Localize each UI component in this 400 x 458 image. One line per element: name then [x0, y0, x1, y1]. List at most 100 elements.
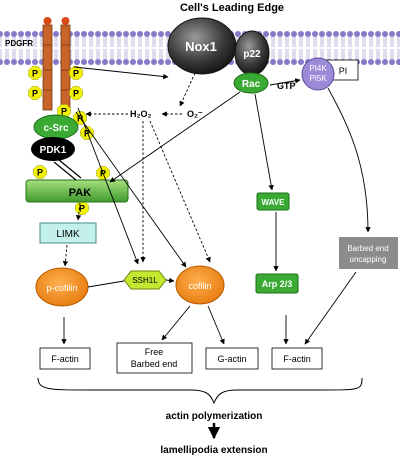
lipid-tail	[96, 49, 100, 59]
lipid-head	[277, 31, 283, 37]
p22-label: p22	[243, 49, 261, 60]
wave-label: WAVE	[262, 198, 286, 207]
ssh1l-label: SSH1L	[132, 276, 158, 285]
lipid-head	[144, 59, 150, 65]
lipid-head	[95, 59, 101, 65]
h2o2-label: H₂O₂	[130, 109, 152, 119]
lipid-head	[375, 59, 381, 65]
lipid-tail	[124, 49, 128, 59]
lipid-tail	[278, 49, 282, 59]
lipid-head	[151, 31, 157, 37]
lipid-head	[165, 31, 171, 37]
lipid-tail	[19, 37, 23, 47]
lipid-tail	[89, 49, 93, 59]
lipid-head	[312, 31, 318, 37]
lipid-head	[130, 31, 136, 37]
f-actin-box-2	[271, 347, 323, 370]
lipid-tail	[19, 49, 23, 59]
solid-arrows	[61, 66, 371, 345]
lipid-head	[88, 31, 94, 37]
lipid-head	[88, 59, 94, 65]
pi4k-pi5k-node	[301, 57, 335, 91]
lipid-tail	[355, 37, 359, 47]
lipid-head	[340, 31, 346, 37]
lipid-tail	[390, 49, 394, 59]
lipid-tail	[285, 37, 289, 47]
lipid-head	[263, 31, 269, 37]
pdk1-pak-link	[53, 159, 82, 181]
lipid-head	[81, 59, 87, 65]
lipid-tail	[306, 37, 310, 47]
lipid-head	[144, 31, 150, 37]
barbed-uncap-line1: Barbed end	[347, 244, 388, 253]
lipid-tail	[145, 49, 149, 59]
lipid-head	[53, 59, 59, 65]
lipid-tail	[131, 49, 135, 59]
pi-label: PI	[339, 66, 348, 76]
lipid-tail	[33, 37, 37, 47]
lipid-tail	[82, 37, 86, 47]
lipid-head	[347, 31, 353, 37]
lipid-head	[361, 59, 367, 65]
lipid-tail	[362, 49, 366, 59]
rac-node	[233, 72, 269, 94]
lipid-tail	[159, 37, 163, 47]
lipid-head	[137, 31, 143, 37]
p-cofilin-label: p-cofilin	[46, 283, 77, 293]
lipid-head	[0, 59, 3, 65]
lipid-tail	[313, 37, 317, 47]
lipid-tail	[292, 49, 296, 59]
lipid-head	[375, 31, 381, 37]
lipid-head	[354, 31, 360, 37]
lipid-tail	[271, 37, 275, 47]
lipid-tail	[54, 49, 58, 59]
barbed-uncapping-box	[339, 237, 398, 269]
f-actin-box-1	[39, 347, 91, 370]
limk-label: LIMK	[56, 229, 80, 240]
phospho-label: P	[73, 69, 79, 79]
lipid-head	[158, 59, 164, 65]
o2-superoxide-label: O₂⁻	[187, 109, 203, 119]
lipid-head	[368, 31, 374, 37]
pi5k-label: PI5K	[309, 74, 327, 83]
lipid-tail	[271, 49, 275, 59]
lipid-tail	[278, 37, 282, 47]
lipid-tail	[383, 49, 387, 59]
lipid-head	[0, 31, 3, 37]
phospho-label: P	[37, 168, 43, 178]
lipid-tail	[5, 37, 9, 47]
lipid-tail	[397, 37, 400, 47]
lipid-tail	[103, 49, 107, 59]
lipid-tail	[138, 49, 142, 59]
g-actin-box	[205, 347, 259, 370]
lipid-head	[102, 59, 108, 65]
lipid-head	[270, 59, 276, 65]
lipid-tail	[33, 49, 37, 59]
lipid-tail	[75, 37, 79, 47]
lipid-tail	[334, 49, 338, 59]
lipid-head	[235, 31, 241, 37]
lipid-head	[123, 59, 129, 65]
lipid-tail	[369, 49, 373, 59]
lipid-head	[130, 59, 136, 65]
nox1-label: Nox1	[185, 39, 217, 54]
lipid-tail	[320, 49, 324, 59]
phospho-tag	[33, 165, 47, 179]
grouping-brace	[37, 377, 363, 405]
lipid-tail	[0, 49, 2, 59]
lipid-tail	[376, 49, 380, 59]
lipid-head	[11, 59, 17, 65]
rac-label: Rac	[242, 79, 261, 90]
arp23-node	[255, 273, 299, 294]
lipid-tail	[355, 49, 359, 59]
lipid-head	[319, 31, 325, 37]
lipid-head	[333, 31, 339, 37]
lipid-head	[25, 31, 31, 37]
barbed-uncap-line2: uncapping	[350, 255, 387, 264]
lipid-head	[18, 31, 24, 37]
lipid-head	[361, 31, 367, 37]
lipid-head	[158, 31, 164, 37]
lipid-head	[326, 31, 332, 37]
phospho-tag	[69, 66, 83, 80]
lipid-tail	[110, 37, 114, 47]
